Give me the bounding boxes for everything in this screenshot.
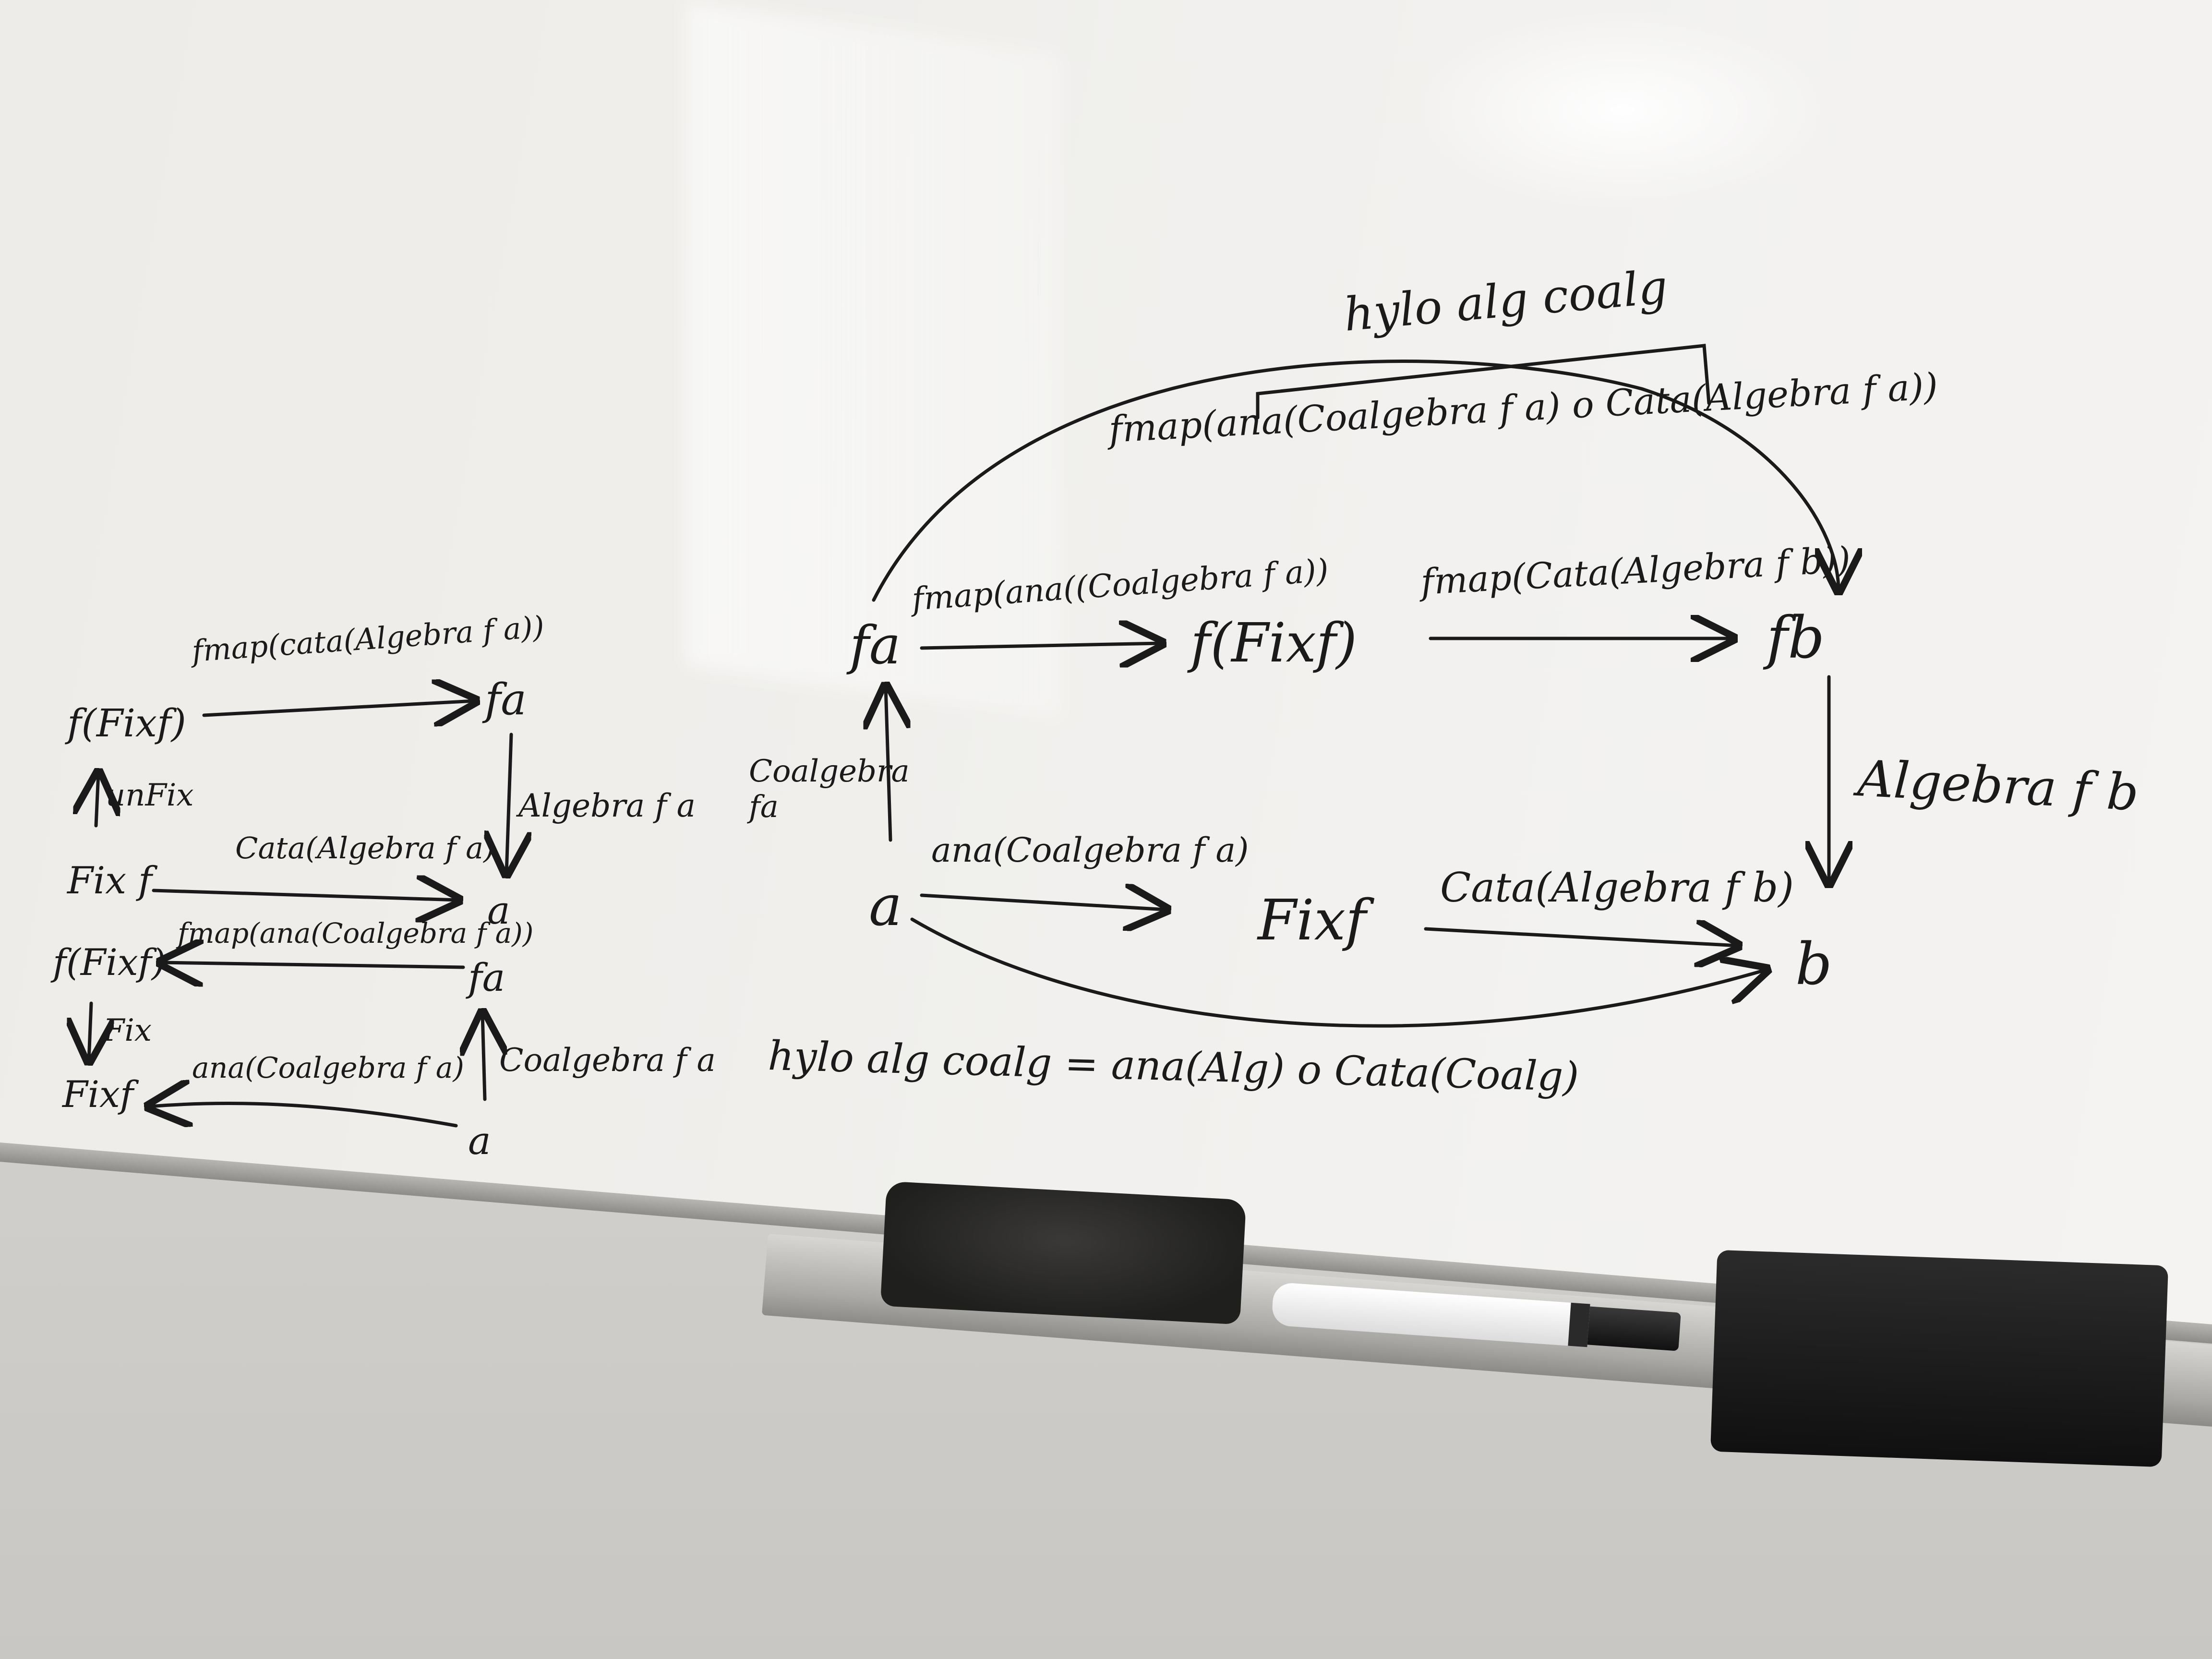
left-mid-row-left: Fix f (67, 859, 152, 902)
left-fix-label: Fix (103, 1013, 152, 1048)
right-arrow-fix-b-label: Cata(Algebra f b) (1440, 864, 1794, 911)
left-unfix-arrow (96, 773, 98, 828)
right-node-fix: Fixf (1258, 888, 1366, 953)
black-eraser-box (1710, 1250, 2169, 1467)
marker-cap (1587, 1306, 1681, 1351)
left-bottom-left: Fixf (62, 1073, 134, 1116)
left-top-row-right: fa (485, 674, 527, 725)
hylo-bracket (1256, 344, 1711, 420)
left-row3-left: f(Fixf) (53, 941, 166, 984)
right-node-b: b (1795, 931, 1832, 998)
right-coalgebra-label: Coalgebra fa (749, 754, 910, 825)
left-right-down-arrow (506, 733, 511, 874)
left-row3-arrow (161, 962, 465, 967)
left-bottom-arrow-label: ana(Coalgebra f a) (192, 1051, 464, 1085)
left-bottom-right: a (468, 1118, 491, 1163)
right-a-fa-arrow (886, 686, 890, 842)
whiteboard-eraser (880, 1181, 1247, 1325)
left-top-row-left: f(Fixf) (67, 701, 186, 745)
right-bottom-curve (910, 917, 1767, 1028)
right-fa-ffix-arrow (920, 643, 1162, 648)
marker-band (1568, 1302, 1590, 1347)
left-top-arrow (202, 701, 475, 715)
left-bottom-arrow (149, 1103, 458, 1126)
left-up-label: Coalgebra f a (499, 1042, 716, 1079)
left-unfix-label: unFix (106, 778, 194, 813)
left-mid-arrow-label: Cata(Algebra f a) (235, 830, 495, 866)
left-mid-row-right: a (487, 888, 510, 933)
left-mid-arrow (152, 890, 458, 900)
left-right-down-label: Algebra f a (518, 787, 696, 824)
left-row3-arrow-label: fmap(ana(Coalgebra f a)) (178, 917, 534, 950)
left-fix-arrow (89, 1001, 91, 1061)
right-node-ffix: f(Fixf) (1190, 612, 1357, 674)
right-a-fix-arrow (920, 895, 1166, 910)
right-node-fa: fa (850, 614, 901, 676)
left-up-arrow (482, 1013, 485, 1101)
left-row3-right: fa (468, 955, 505, 1000)
right-fix-b-arrow (1424, 929, 1738, 946)
right-node-fb: fb (1767, 605, 1825, 672)
right-arrow-a-fix-label: ana(Coalgebra f a) (931, 830, 1249, 870)
right-node-a: a (869, 874, 902, 938)
